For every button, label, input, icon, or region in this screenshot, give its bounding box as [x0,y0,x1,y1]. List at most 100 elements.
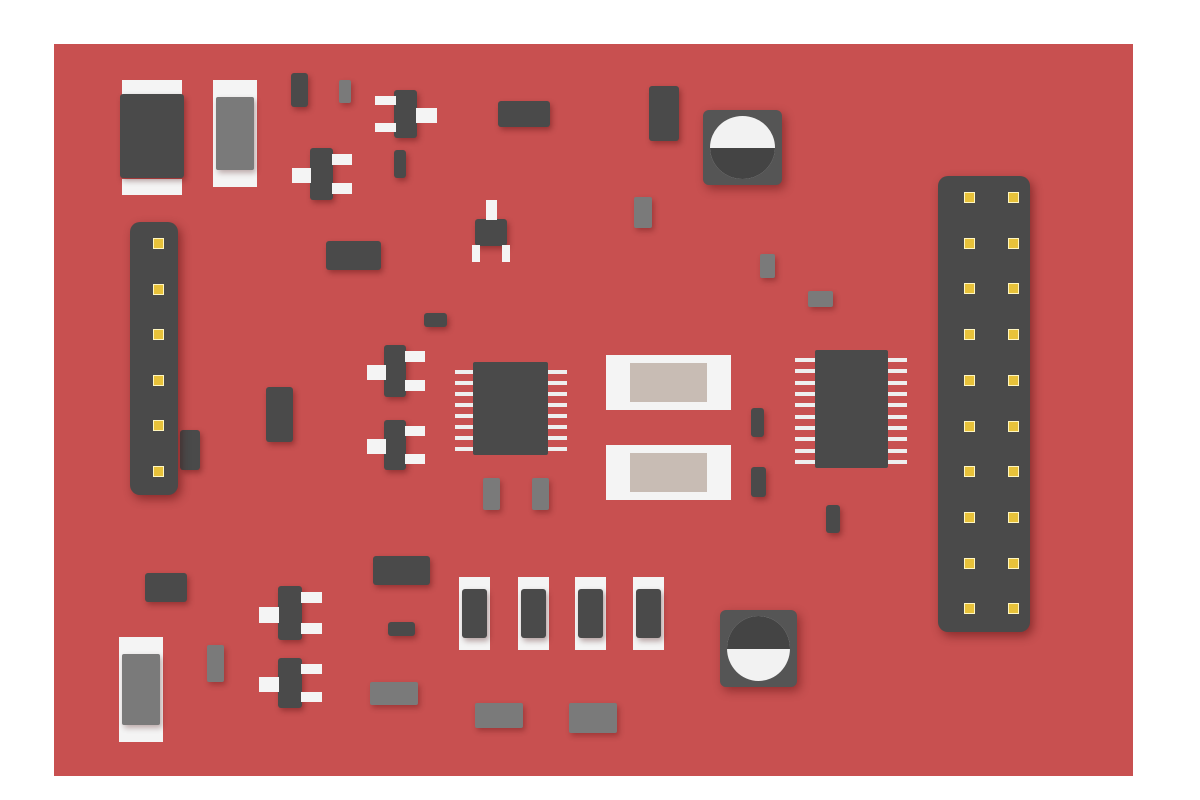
diode [120,80,184,195]
ic-body [815,350,888,468]
sot23-transistor [375,90,437,138]
sot-pad [501,244,510,262]
sot-pad [367,364,386,381]
resistor [518,577,549,650]
sot-body [474,218,508,247]
header-pin [964,329,975,341]
sot-pad [300,692,322,702]
sot-body [277,586,302,640]
smd-component [475,703,523,728]
ic-soic-16 [455,362,567,455]
smd-component [207,645,224,682]
sot-body [393,90,418,138]
resistor-body [122,653,160,726]
header-pin [964,192,975,203]
sot-body [384,420,407,470]
smd-component [291,73,308,107]
resistor-body [521,588,546,639]
smd-component [751,408,764,437]
sot23-transistor [259,658,322,708]
sot23-transistor [292,148,352,200]
resistor [459,577,490,650]
resistor-body [462,588,487,639]
header-pin [964,603,975,615]
sot-body [277,658,302,708]
diode-terminal [122,80,182,96]
sot-pad [259,677,280,692]
header-pin [1008,466,1019,478]
smd-component [373,556,430,585]
sot23-transistor [367,420,425,470]
resistor-body [630,363,707,402]
header-pin [964,557,975,569]
ic-body [473,362,548,455]
capacitor-polarity-mark [710,147,775,179]
header-pin [153,329,164,340]
resistor-body [630,453,707,492]
header-pin [964,283,975,295]
smd-component [634,197,652,228]
header-pin [153,238,164,249]
resistor [575,577,606,650]
sot-pad [300,592,322,604]
smd-component [180,430,200,470]
header-pin [964,511,975,523]
sot-pad [375,95,397,106]
smd-component [569,703,617,733]
sot-pad [259,606,280,623]
smd-component [394,150,406,178]
header-pin [1008,511,1019,523]
smd-component [339,80,351,103]
sot-pad [405,380,425,391]
resistor [606,445,731,500]
sot23-transistor [464,200,518,262]
header-pin [1008,557,1019,569]
capacitor-top [727,616,790,681]
header-pin [153,283,164,295]
header-pin [964,374,975,386]
header-pin [1008,603,1019,615]
smd-component [649,86,679,141]
resistor-body [578,588,603,639]
header-pin [153,374,164,386]
header-pin [964,466,975,478]
smd-component [808,291,833,307]
sot23-transistor [259,586,322,640]
sot-pad [331,183,352,194]
resistor [606,355,731,410]
header-pin [1008,420,1019,432]
sot23-transistor [367,345,425,397]
smd-component [751,467,766,497]
smd-component [266,387,293,442]
header-pin [1008,192,1019,203]
electrolytic-capacitor [720,610,797,687]
header-pin [1008,283,1019,295]
sot-pad [331,154,352,165]
resistor [213,80,257,187]
smd-component [532,478,549,510]
header-pin [1008,237,1019,249]
header-pin [964,420,975,432]
smd-component [826,505,840,533]
smd-component [424,313,447,327]
sot-pad [367,439,386,454]
header-pin [153,420,164,431]
diode-terminal [122,179,182,195]
resistor-body [636,588,661,639]
ic-tssop-20 [795,350,907,468]
header-pin [153,465,164,477]
header-pin [964,237,975,249]
sot-pad [405,426,425,436]
sot-pad [472,244,481,262]
smd-component [498,101,550,127]
resistor-body [216,97,254,170]
diode-body [120,94,184,178]
smd-component [145,573,187,602]
smd-component [388,622,415,636]
header-pin [1008,329,1019,341]
sot-pad [405,454,425,464]
sot-pad [292,167,312,184]
capacitor-polarity-mark [727,616,790,649]
sot-pad [300,622,322,634]
electrolytic-capacitor [703,110,782,185]
